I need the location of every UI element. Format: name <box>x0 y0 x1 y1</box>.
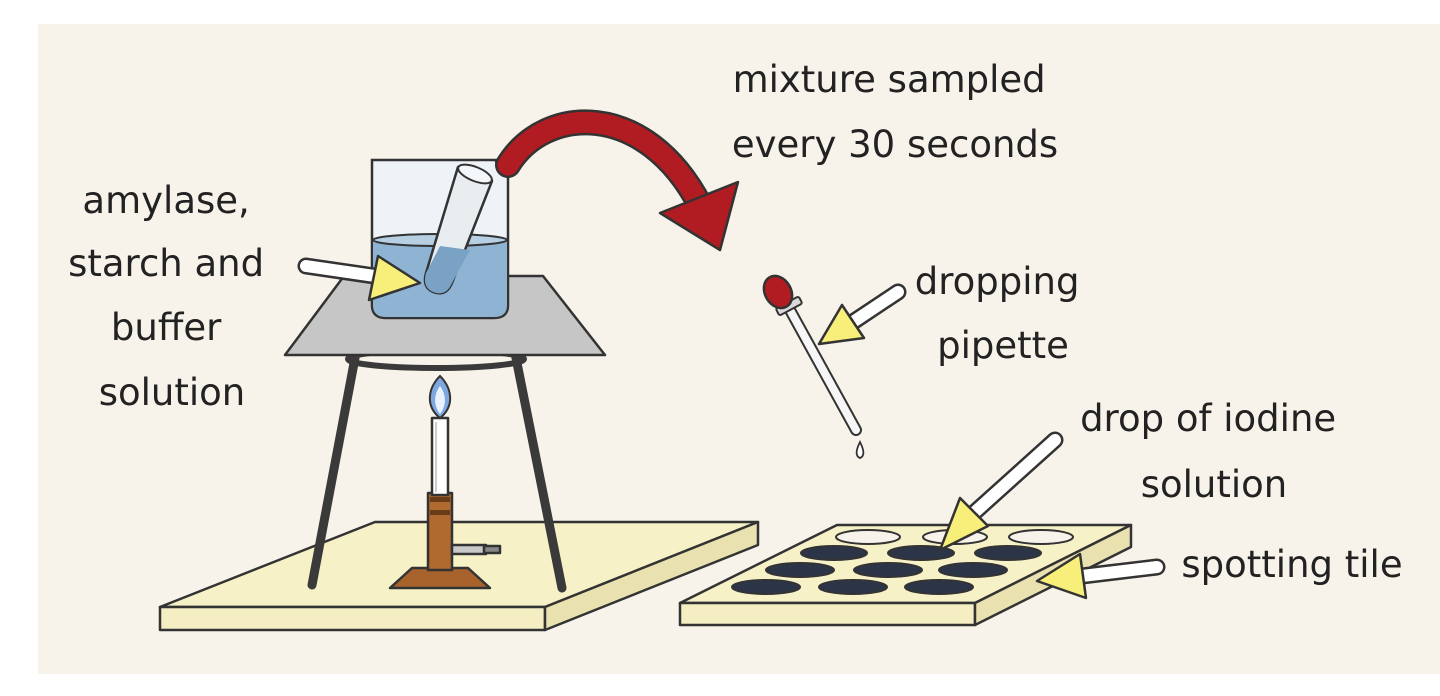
label-dropping-pipette: dropping pipette <box>915 260 1091 367</box>
pointer-arrow-tile <box>1035 552 1166 600</box>
well <box>1008 529 1074 545</box>
label-line: every 30 seconds <box>732 123 1058 166</box>
bunsen-burner <box>388 416 502 590</box>
well <box>765 562 835 578</box>
well <box>887 545 955 561</box>
well <box>731 579 801 595</box>
pointer-arrow-pipette <box>817 283 907 346</box>
label-line: spotting tile <box>1181 543 1402 586</box>
label-line: mixture sampled <box>733 58 1046 101</box>
tile-wells <box>731 529 1074 595</box>
pointer-arrow-solution <box>297 254 422 302</box>
label-line: amylase, <box>82 179 249 222</box>
well <box>938 562 1008 578</box>
label-mixture-sampled: mixture sampled every 30 seconds <box>732 58 1058 166</box>
label-line: dropping <box>915 260 1080 303</box>
burner-flame <box>428 374 452 420</box>
transfer-arrow <box>495 109 740 252</box>
label-line: solution <box>99 371 246 414</box>
tripod <box>307 353 567 593</box>
well <box>835 529 901 545</box>
label-line: pipette <box>937 324 1069 367</box>
label-line: solution <box>1141 463 1288 506</box>
label-amylase-solution: amylase, starch and buffer solution <box>68 179 276 414</box>
well <box>853 562 923 578</box>
well <box>904 579 974 595</box>
iodine-drop <box>855 439 865 459</box>
test-tube <box>423 163 494 295</box>
label-spotting-tile: spotting tile <box>1181 543 1402 586</box>
well <box>818 579 888 595</box>
well <box>974 545 1042 561</box>
label-line: starch and <box>68 242 264 285</box>
dropping-pipette <box>762 274 862 436</box>
label-line: buffer <box>111 306 222 349</box>
well <box>800 545 868 561</box>
label-iodine-solution: drop of iodine solution <box>1080 397 1348 506</box>
pointer-arrow-iodine <box>938 431 1064 552</box>
label-line: drop of iodine <box>1080 397 1336 440</box>
